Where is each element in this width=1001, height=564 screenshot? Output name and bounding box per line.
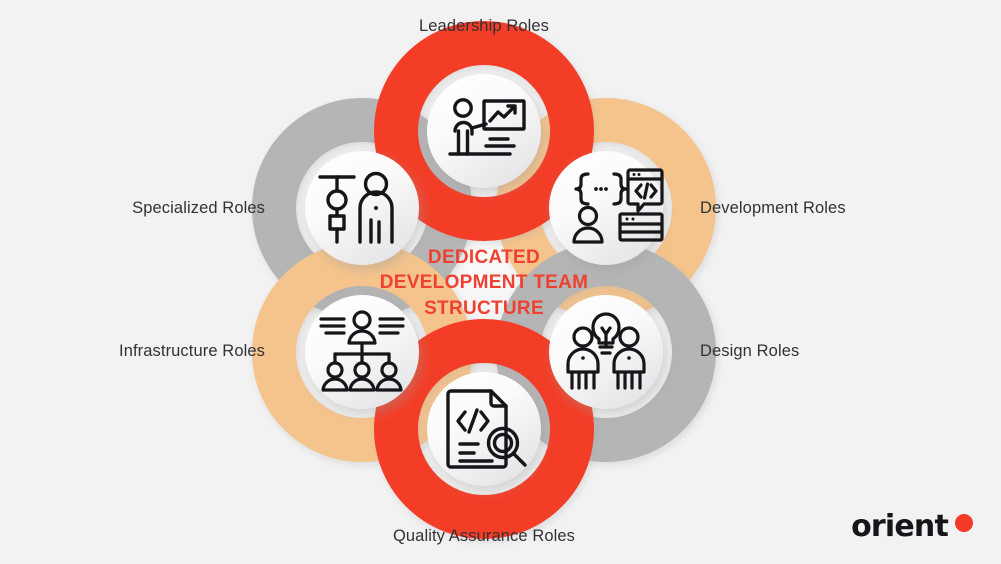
disc-leadership[interactable] xyxy=(427,74,541,188)
label-specialized-roles: Specialized Roles xyxy=(132,199,265,217)
disc-development[interactable] xyxy=(549,151,663,265)
ring-leadership xyxy=(374,21,594,241)
orient-logo: orient xyxy=(851,512,973,542)
disc-specialized[interactable] xyxy=(305,151,419,265)
people-lightbulb-icon xyxy=(566,312,646,390)
orient-wordmark: orient xyxy=(851,509,949,544)
ring-quality-assurance xyxy=(374,319,594,539)
label-leadership-roles: Leadership Roles xyxy=(418,17,549,35)
label-infrastructure-roles: Infrastructure Roles xyxy=(119,342,265,360)
document-magnifier-icon xyxy=(446,389,527,469)
orient-dot-icon xyxy=(955,513,973,532)
label-quality-assurance-roles: Quality Assurance Roles xyxy=(392,527,576,545)
code-window-icon xyxy=(572,168,664,244)
presenter-board-icon xyxy=(448,98,526,156)
person-flowchart-icon xyxy=(318,171,394,244)
label-development-roles: Development Roles xyxy=(700,199,846,217)
org-chart-icon xyxy=(319,310,405,392)
label-design-roles: Design Roles xyxy=(700,342,800,360)
disc-quality-assurance[interactable] xyxy=(427,372,541,486)
